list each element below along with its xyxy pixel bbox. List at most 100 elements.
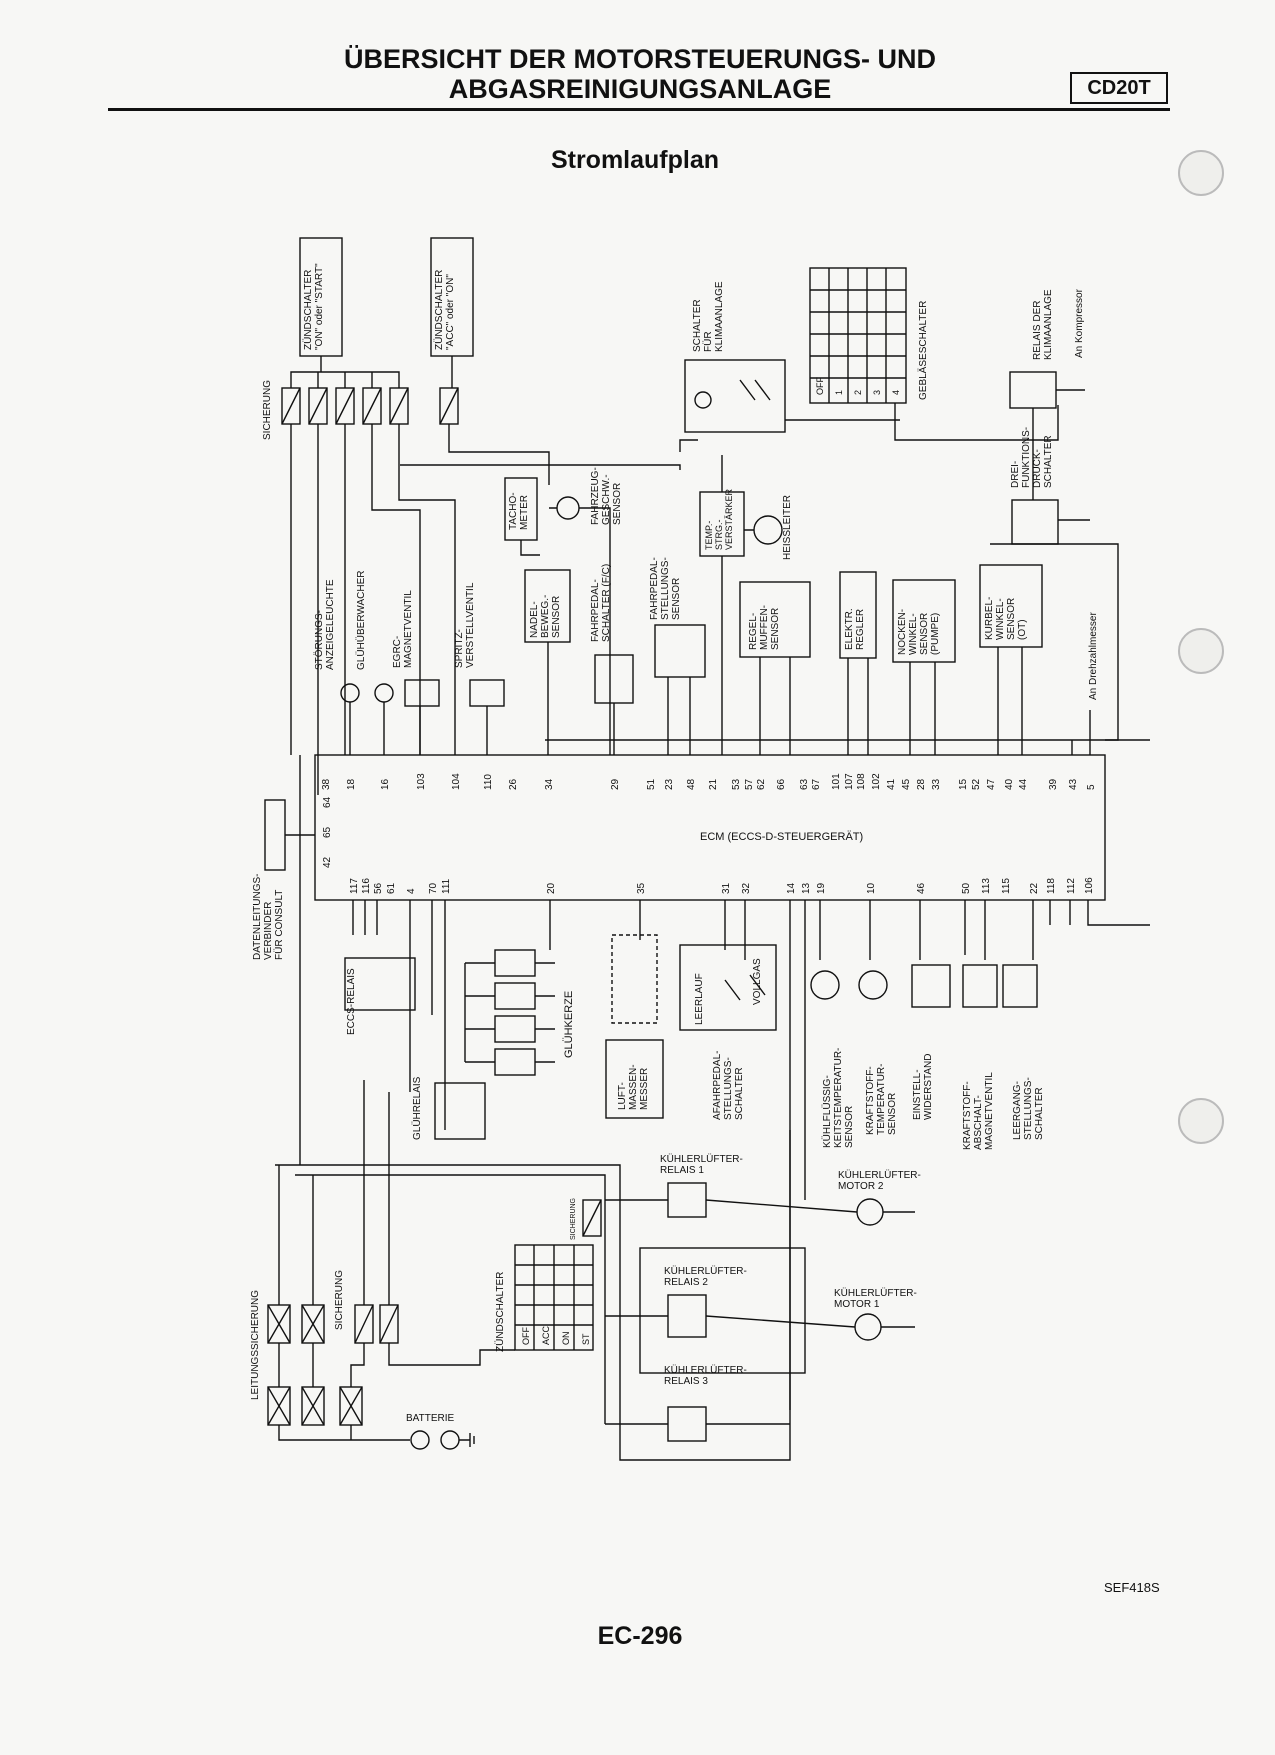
adjust-resistor-label-line: EINSTELL- <box>912 1069 923 1120</box>
maf-label-line: MASSEN- <box>628 1064 639 1110</box>
coolant-sensor-label-line: KEITSTEMPERATUR- <box>833 1048 844 1148</box>
glow-monitor-symbol <box>374 683 394 703</box>
ecm-pin-top-18: 18 <box>346 778 357 790</box>
needle-lift-label-line: NADEL- <box>529 601 540 638</box>
ecm-pin-bottom-56-line: 56 <box>373 882 384 894</box>
neutral-switch-label: LEERGANG-STELLUNGS-SCHALTER <box>1012 1077 1045 1140</box>
ignition-acc-on-label-line: "ACC" oder "ON" <box>445 274 456 350</box>
idle-label-line: LEERLAUF <box>694 973 705 1025</box>
ecm-pin-top-66-line: 66 <box>776 778 787 790</box>
fan-relay-3-label-line: RELAIS 3 <box>664 1376 708 1387</box>
needle-lift-label-line: BEWEG.- <box>540 595 551 638</box>
to-tachometer-label-line: An Drehzahlmesser <box>1088 612 1099 700</box>
accel-position-sensor-label-line: SENSOR <box>671 578 682 620</box>
fan-relay-2-label: KÜHLERLÜFTER-RELAIS 2 <box>664 1265 747 1288</box>
page-title: ÜBERSICHT DER MOTORSTEUERUNGS- UND ABGAS… <box>250 44 1030 104</box>
neutral-switch-label-line: STELLUNGS- <box>1023 1077 1034 1140</box>
ecm-pin-top-40-line: 40 <box>1004 778 1015 790</box>
ecm-pin-top-28: 28 <box>916 778 927 790</box>
ecm-pin-top-38: 38 <box>321 778 332 790</box>
temp-amplifier-label: TEMP.-STRG.-VERSTÄRKER <box>704 488 734 550</box>
crank-sensor-label: KURBEL-WINKEL-SENSOR(OT) <box>984 597 1028 640</box>
ecm-pin-bottom-113: 113 <box>981 878 992 894</box>
fan-relay-2-box <box>667 1294 707 1338</box>
fuel-cut-valve-box <box>962 964 998 1008</box>
ign-header-3-line: ST <box>581 1333 591 1345</box>
glow-relay-label: GLÜHRELAIS <box>411 1076 423 1140</box>
ecm-pin-top-29-line: 29 <box>610 778 621 790</box>
ecm-pin-bottom-10-line: 10 <box>866 882 877 894</box>
idle-label: LEERLAUF <box>694 973 705 1025</box>
ecm-pin-top-16: 16 <box>380 778 391 790</box>
coolant-sensor-label-line: KÜHLFLÜSSIG- <box>821 1075 833 1148</box>
ecm-pin-bottom-112: 112 <box>1066 878 1077 894</box>
fuel-temp-sensor-label: KRAFTSTOFF-TEMPERATUR-SENSOR <box>865 1064 898 1135</box>
page-number: EC-296 <box>597 1622 683 1650</box>
ecm-pin-top-53-line: 53 <box>731 778 742 790</box>
ac-switch-box <box>684 359 786 433</box>
ecm-pin-top-15: 15 <box>958 778 969 790</box>
ecm-pin-left-64: 64 <box>322 796 333 808</box>
camshaft-sensor-label-line: WINKEL- <box>908 613 919 655</box>
ecm-pin-bottom-111-line: 111 <box>441 878 452 894</box>
ecm-pin-bottom-19-line: 19 <box>816 882 827 894</box>
ign-header-1-line: ACC <box>541 1325 551 1345</box>
eccs-relay-label: ECCS-RELAIS <box>346 968 357 1035</box>
fan-motor-2-label: KÜHLERLÜFTER-MOTOR 2 <box>838 1169 921 1192</box>
timing-valve-coil <box>469 679 505 707</box>
ecm-pin-bottom-117: 117 <box>349 878 360 894</box>
thermistor-symbol <box>753 515 783 545</box>
blower-header-0-line: OFF <box>815 377 825 395</box>
ecm-pin-top-28-line: 28 <box>916 778 927 790</box>
ac-switch-label-line: FÜR <box>702 331 714 352</box>
blower-header-2: 2 <box>853 390 863 395</box>
blower-switch-label-line: GEBLÄSESCHALTER <box>917 301 929 400</box>
thermistor-label: HEISSLEITER <box>782 495 793 560</box>
ecm-pin-top-110-line: 110 <box>483 774 494 790</box>
accel-position-sensor-label-line: STELLUNGS- <box>660 557 671 620</box>
blower-header-1: 1 <box>834 390 844 395</box>
glow-monitor-label: GLÜHÜBERWACHER <box>355 571 367 670</box>
ecm-pin-top-110: 110 <box>483 774 494 790</box>
timing-valve-label-line: SPRITZ- <box>454 629 465 668</box>
ecm-pin-top-45-line: 45 <box>901 778 912 790</box>
ecm-pin-top-41-line: 41 <box>886 778 897 790</box>
ecm-pin-top-63-line: 63 <box>799 778 810 790</box>
accel-position-switch-label-line: SCHALTER <box>734 1067 745 1120</box>
ecm-pin-top-107-line: 107 <box>844 773 855 790</box>
ecm-pin-bottom-46: 46 <box>916 882 927 894</box>
tachometer-label-line: METER <box>519 495 530 530</box>
accel-switch-fc-label-line: FAHRPEDAL- <box>590 579 601 642</box>
maf-sensor-box <box>605 1039 664 1119</box>
electric-governor-label-line: ELEKTR. <box>844 608 855 650</box>
blower-header-4-line: 4 <box>891 390 901 395</box>
ignition-switch-label: ZÜNDSCHALTER <box>494 1272 506 1352</box>
temp-amplifier-label-line: STRG.- <box>714 519 724 550</box>
ecm-pin-bottom-13: 13 <box>801 882 812 894</box>
glow-relay-label-line: GLÜHRELAIS <box>411 1076 423 1140</box>
fan-motor-2-symbol <box>856 1198 884 1226</box>
ignition-on-start-label-line: "ON" oder "START" <box>314 263 325 350</box>
ecm-label: ECM (ECCS-D-STEUERGERÄT) <box>700 831 863 843</box>
ecm-pin-top-57: 57 <box>744 778 755 790</box>
ecm-pin-top-21-line: 21 <box>708 778 719 790</box>
data-link-label-line: VERBINDER <box>263 902 274 960</box>
ecm-pin-bottom-112-line: 112 <box>1066 878 1077 894</box>
blower-header-3-line: 3 <box>872 390 882 395</box>
ecm-pin-top-53: 53 <box>731 778 742 790</box>
ecm-pin-bottom-70-line: 70 <box>428 882 439 894</box>
punch-hole-top <box>1178 150 1224 196</box>
ecm-pin-left-42-line: 42 <box>322 856 333 868</box>
ecm-pin-left-64-line: 64 <box>322 796 333 808</box>
ecm-pin-bottom-50: 50 <box>961 882 972 894</box>
neutral-switch-label-line: SCHALTER <box>1034 1087 1045 1140</box>
malfunction-lamp-label-line: STÖRUNGS- <box>313 610 325 670</box>
control-sleeve-label-line: SENSOR <box>770 608 781 650</box>
ecm-pin-bottom-118-line: 118 <box>1046 878 1057 894</box>
ign-header-3: ST <box>581 1333 591 1345</box>
timing-valve-label: SPRITZ-VERSTELLVENTIL <box>454 582 476 668</box>
title-line-1: ÜBERSICHT DER MOTORSTEUERUNGS- UND <box>343 44 937 74</box>
title-rule <box>108 108 1170 111</box>
